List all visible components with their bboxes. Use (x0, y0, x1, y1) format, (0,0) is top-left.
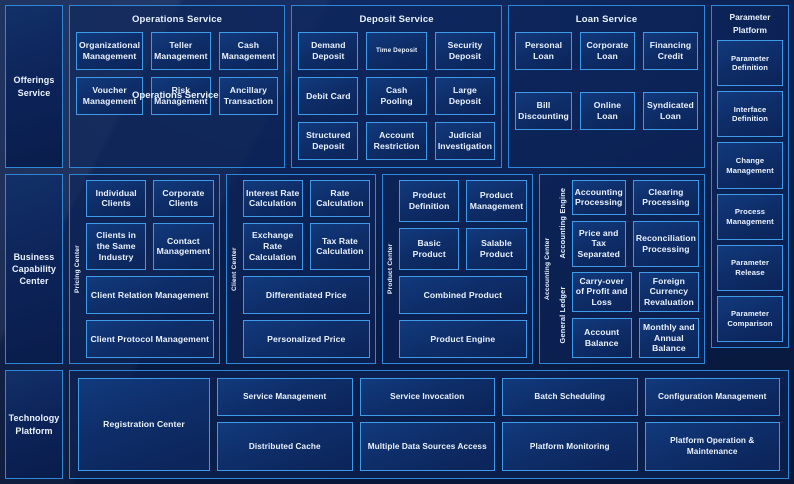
cell-configuration-management[interactable]: Configuration Management (644, 378, 780, 417)
group-accounting-center: Accounting Center Accounting Engine Acco… (538, 174, 705, 364)
cell-clearing-processing[interactable]: Clearing Processing (632, 180, 699, 215)
cell-grid-loan-service: Personal Loan Corporate Loan Financing C… (515, 32, 698, 130)
cell-risk-management[interactable]: Risk Management (151, 77, 211, 115)
cell-process-management[interactable]: Process Management (717, 193, 783, 240)
rail-label-general-ledger: General Ledger (557, 286, 567, 344)
cell-bill-discounting[interactable]: Bill Discounting (515, 92, 572, 130)
cell-security-deposit[interactable]: Security Deposit (434, 32, 496, 70)
rail-label-product-center: Product Center (387, 243, 395, 295)
cell-contact-management[interactable]: Contact Management (153, 222, 214, 270)
cell-personal-loan[interactable]: Personal Loan (515, 32, 572, 70)
group-client-center: Client Center Interest Rate Calculation … (225, 174, 377, 364)
panel-operations-service: Operations Service Organizational Manage… (69, 5, 286, 168)
layer-offerings-service: Offerings Service Operations Service Org… (5, 5, 789, 348)
cell-interest-rate-calculation[interactable]: Interest Rate Calculation (242, 180, 303, 217)
side-column-parameter-platform: Parameter Platform Parameter Definition … (711, 5, 789, 348)
cell-client-relation-management[interactable]: Client Relation Management (86, 276, 214, 314)
cell-accounting-processing[interactable]: Accounting Processing (571, 180, 626, 215)
cell-product-definition[interactable]: Product Definition (399, 180, 460, 222)
panel-loan-service: Loan Service Personal Loan Corporate Loa… (508, 5, 705, 168)
cell-organizational-management[interactable]: Organizational Management (76, 32, 144, 70)
cell-structured-deposit[interactable]: Structured Deposit (298, 122, 359, 160)
cell-service-invocation[interactable]: Service Invocation (359, 378, 495, 417)
cell-platform-operation-and-maintenance[interactable]: Platform Operation & Maintenance (644, 422, 780, 471)
cell-corporate-clients[interactable]: Corporate Clients (153, 180, 214, 217)
cell-debit-card[interactable]: Debit Card (298, 77, 359, 115)
cell-foreign-currency-revaluation[interactable]: Foreign Currency Revaluation (638, 271, 699, 312)
cell-interface-definition[interactable]: Interface Definition (717, 91, 783, 138)
rail-label-accounting-engine: Accounting Engine (557, 187, 567, 259)
cell-exchange-rate-calculation[interactable]: Exchange Rate Calculation (242, 222, 303, 270)
subgroup-general-ledger: General Ledger Carry-over of Profit and … (556, 271, 699, 358)
cell-financing-credit[interactable]: Financing Credit (642, 32, 698, 70)
cell-product-management[interactable]: Product Management (466, 180, 527, 222)
cell-judicial-investigation[interactable]: Judicial Investigation (434, 122, 496, 160)
panel-title-operations-service: Operations Service (131, 14, 223, 25)
stage-label-technology-platform: Technology Platform (5, 370, 63, 479)
cell-rate-calculation[interactable]: Rate Calculation (309, 180, 371, 217)
cell-personalized-price[interactable]: Personalized Price (242, 320, 371, 358)
cell-distributed-cache[interactable]: Distributed Cache (217, 422, 353, 471)
cell-teller-management[interactable]: Teller Management (151, 32, 211, 70)
cell-carry-over-of-profit-and-loss[interactable]: Carry-over of Profit and Loss (571, 271, 632, 312)
cell-salable-product[interactable]: Salable Product (466, 228, 527, 270)
panel-deposit-service: Deposit Service Demand Deposit Time Depo… (291, 5, 503, 168)
cell-platform-monitoring[interactable]: Platform Monitoring (502, 422, 638, 471)
cell-change-management[interactable]: Change Management (717, 142, 783, 189)
cell-price-and-tax-separated[interactable]: Price and Tax Separated (571, 220, 626, 267)
cell-individual-clients[interactable]: Individual Clients (86, 180, 147, 217)
cell-combined-product[interactable]: Combined Product (399, 276, 527, 314)
rail-label-pricing-center: Pricing Center (74, 245, 81, 293)
cell-demand-deposit[interactable]: Demand Deposit (298, 32, 359, 70)
cell-clients-in-the-same-industry[interactable]: Clients in the Same Industry (86, 222, 147, 270)
cell-tax-rate-calculation[interactable]: Tax Rate Calculation (309, 222, 371, 270)
cell-ancillary-transaction[interactable]: Ancillary Transaction (218, 77, 279, 115)
cell-corporate-loan[interactable]: Corporate Loan (579, 32, 635, 70)
cell-grid-technology-platform: Service Management Service Invocation Ba… (217, 378, 780, 471)
cell-parameter-definition[interactable]: Parameter Definition (717, 40, 783, 87)
cell-online-loan[interactable]: Online Loan (579, 92, 635, 130)
cell-account-restriction[interactable]: Account Restriction (366, 122, 427, 160)
cell-parameter-release[interactable]: Parameter Release (717, 244, 783, 291)
cell-syndicated-loan[interactable]: Syndicated Loan (642, 92, 698, 130)
cell-grid-deposit-service: Demand Deposit Time Deposit Security Dep… (298, 32, 496, 160)
layer-business-capability-center: Business Capability Center Pricing Cente… (5, 174, 789, 364)
side-column-title: Parameter Platform (729, 12, 771, 35)
group-product-center: Product Center Product Definition Produc… (382, 174, 533, 364)
cell-grid-operations-service: Organizational Management Teller Managem… (76, 32, 279, 115)
subgroup-accounting-engine: Accounting Engine Accounting Processing … (556, 180, 699, 267)
cell-parameter-comparison[interactable]: Parameter Comparison (717, 295, 783, 342)
cell-client-protocol-management[interactable]: Client Protocol Management (86, 320, 214, 358)
cell-time-deposit[interactable]: Time Deposit (366, 32, 427, 70)
cell-voucher-management[interactable]: Voucher Management (76, 77, 144, 115)
cell-basic-product[interactable]: Basic Product (399, 228, 460, 270)
cell-account-balance[interactable]: Account Balance (571, 317, 632, 358)
cell-batch-scheduling[interactable]: Batch Scheduling (502, 378, 638, 417)
group-pricing-center: Pricing Center Individual Clients Corpor… (69, 174, 220, 364)
stage-label-offerings-service: Offerings Service (5, 5, 63, 168)
cell-cash-pooling[interactable]: Cash Pooling (366, 77, 427, 115)
cell-service-management[interactable]: Service Management (217, 378, 353, 417)
rail-label-accounting-center: Accounting Center (543, 237, 551, 301)
cell-registration-center[interactable]: Registration Center (78, 378, 210, 471)
rail-label-client-center: Client Center (230, 247, 238, 291)
cell-large-deposit[interactable]: Large Deposit (434, 77, 496, 115)
panel-title-loan-service: Loan Service (575, 14, 638, 25)
panel-technology-platform: Registration Center Service Management S… (69, 370, 789, 479)
cell-reconciliation-processing[interactable]: Reconciliation Processing (632, 220, 699, 267)
stage-label-business-capability-center: Business Capability Center (5, 174, 63, 364)
cell-multiple-data-sources-access[interactable]: Multiple Data Sources Access (359, 422, 495, 471)
cell-cash-management[interactable]: Cash Management (218, 32, 279, 70)
cell-differentiated-price[interactable]: Differentiated Price (242, 276, 371, 314)
cell-product-engine[interactable]: Product Engine (399, 320, 527, 358)
layer-technology-platform: Technology Platform Registration Center … (5, 370, 789, 479)
panel-title-deposit-service: Deposit Service (359, 14, 434, 25)
cell-monthly-and-annual-balance[interactable]: Monthly and Annual Balance (638, 317, 699, 358)
